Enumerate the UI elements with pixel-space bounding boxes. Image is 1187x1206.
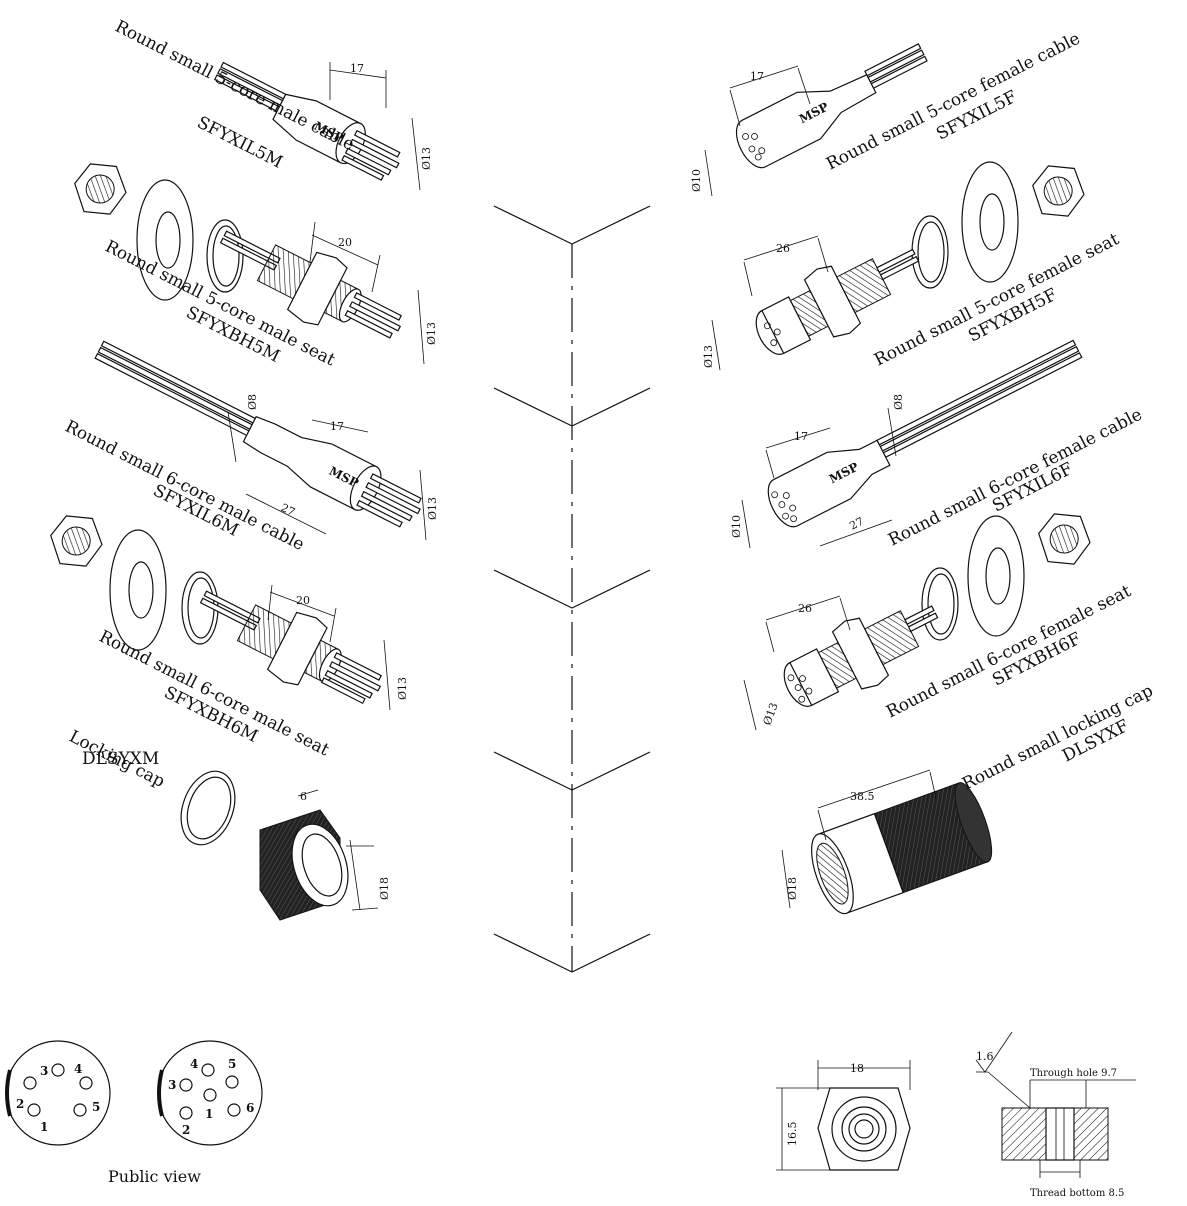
dim-diameter: Ø18 bbox=[378, 877, 391, 900]
washer-icon bbox=[136, 179, 194, 301]
roughness-value: 1.6 bbox=[976, 1050, 994, 1063]
dim-diameter: Ø13 bbox=[426, 497, 439, 520]
male-6-core-cable: MSP Ø8 17 27 Ø13 Round small 6-core male… bbox=[62, 340, 439, 555]
o-ring-icon bbox=[911, 215, 949, 289]
female-5-core-seat: 26 Ø13 Round small 5-core female seat SF… bbox=[702, 161, 1122, 370]
pin-label: 4 bbox=[190, 1057, 198, 1071]
female-5-core-cable: MSP 17 Ø10 Round small 5-core female cab… bbox=[690, 29, 1083, 197]
dim-wire-diameter: Ø8 bbox=[892, 394, 905, 410]
hole-section-detail: 1.6 Through hole 9.7 Thread bottom 8.5 bbox=[975, 1031, 1136, 1199]
dim-diameter: Ø18 bbox=[786, 877, 799, 900]
dim-height: 16.5 bbox=[786, 1122, 799, 1147]
hex-nut-icon bbox=[1032, 165, 1085, 217]
dim-diameter: Ø10 bbox=[690, 169, 703, 192]
pin-label: 3 bbox=[168, 1078, 176, 1092]
male-6-core-seat: 20 Ø13 Round small 6-core male seat SFYX… bbox=[50, 515, 409, 760]
female-locking-cap: 38.5 Ø18 Round small locking cap DLSYXF bbox=[781, 681, 1157, 915]
male-locking-cap: Locking cap DLSYXM 6 Ø18 bbox=[66, 727, 391, 921]
dim-wire-diameter: Ø8 bbox=[246, 394, 259, 410]
pin-label: 5 bbox=[228, 1057, 236, 1071]
part-name: Round small 5-core female cable bbox=[823, 29, 1083, 175]
pin-label: 3 bbox=[40, 1064, 48, 1078]
o-ring-icon bbox=[206, 219, 244, 293]
dim-diameter: Ø10 bbox=[730, 515, 743, 538]
dim-length: 17 bbox=[350, 62, 364, 75]
dim-length-2: 27 bbox=[847, 515, 865, 533]
hex-nut-icon bbox=[1038, 513, 1091, 565]
o-ring-icon bbox=[180, 770, 236, 846]
o-ring-icon bbox=[921, 567, 959, 641]
part-code: DLSYXM bbox=[82, 749, 159, 769]
dim-length: 20 bbox=[296, 594, 310, 607]
pin-label: 6 bbox=[246, 1101, 254, 1115]
dim-length-2: 27 bbox=[279, 501, 297, 519]
female-6-core-seat: 26 Ø13 Round small 6-core female seat SF… bbox=[743, 513, 1134, 731]
dim-diameter: Ø13 bbox=[420, 147, 433, 170]
dim-length: 20 bbox=[338, 236, 352, 249]
dim-length: 26 bbox=[776, 242, 790, 255]
thread-bottom-label: Thread bottom 8.5 bbox=[1030, 1188, 1124, 1199]
center-divider bbox=[493, 205, 651, 973]
dim-diameter: Ø13 bbox=[425, 322, 438, 345]
o-ring-icon bbox=[181, 571, 219, 645]
pin-label: 1 bbox=[40, 1120, 48, 1134]
through-hole-label: Through hole 9.7 bbox=[1030, 1068, 1117, 1079]
male-5-core-seat: 20 Ø13 Round small 5-core male seat SFYX… bbox=[74, 163, 438, 370]
washer-icon bbox=[967, 515, 1025, 637]
washer-icon bbox=[109, 529, 167, 651]
hex-nut-icon bbox=[50, 515, 103, 567]
dim-diameter: Ø13 bbox=[702, 345, 715, 368]
pin-label: 5 bbox=[92, 1100, 100, 1114]
dim-length: 17 bbox=[750, 70, 764, 83]
dim-diameter: Ø13 bbox=[396, 677, 409, 700]
hex-nut-icon bbox=[74, 163, 127, 215]
pin-label: 1 bbox=[205, 1107, 213, 1121]
pinout-6-core: 1 2 3 4 5 6 bbox=[157, 1040, 263, 1146]
pinout-5-core: 1 2 3 4 5 bbox=[5, 1040, 111, 1146]
pin-label: 2 bbox=[182, 1123, 190, 1137]
part-code: SFYXIL5M bbox=[194, 113, 286, 173]
part-name: Round small locking cap bbox=[959, 681, 1156, 795]
dim-length: 6 bbox=[300, 790, 307, 803]
female-6-core-cable: MSP 17 Ø8 27 Ø10 Round small 6-core fema… bbox=[730, 339, 1145, 550]
dim-length: 38.5 bbox=[850, 790, 875, 803]
pinout-caption: Public view bbox=[108, 1167, 201, 1186]
dim-length: 26 bbox=[798, 602, 812, 615]
pin-label: 4 bbox=[74, 1062, 82, 1076]
pin-label: 2 bbox=[16, 1097, 24, 1111]
dim-width: 18 bbox=[850, 1062, 864, 1075]
dim-length: 17 bbox=[330, 420, 344, 433]
washer-icon bbox=[961, 161, 1019, 283]
dim-diameter: Ø13 bbox=[761, 701, 781, 727]
male-5-core-cable: MSP 17 Ø13 Round small 5-core male cable… bbox=[112, 17, 433, 191]
nut-detail: 18 16.5 bbox=[776, 1060, 911, 1171]
dim-length: 17 bbox=[794, 430, 808, 443]
